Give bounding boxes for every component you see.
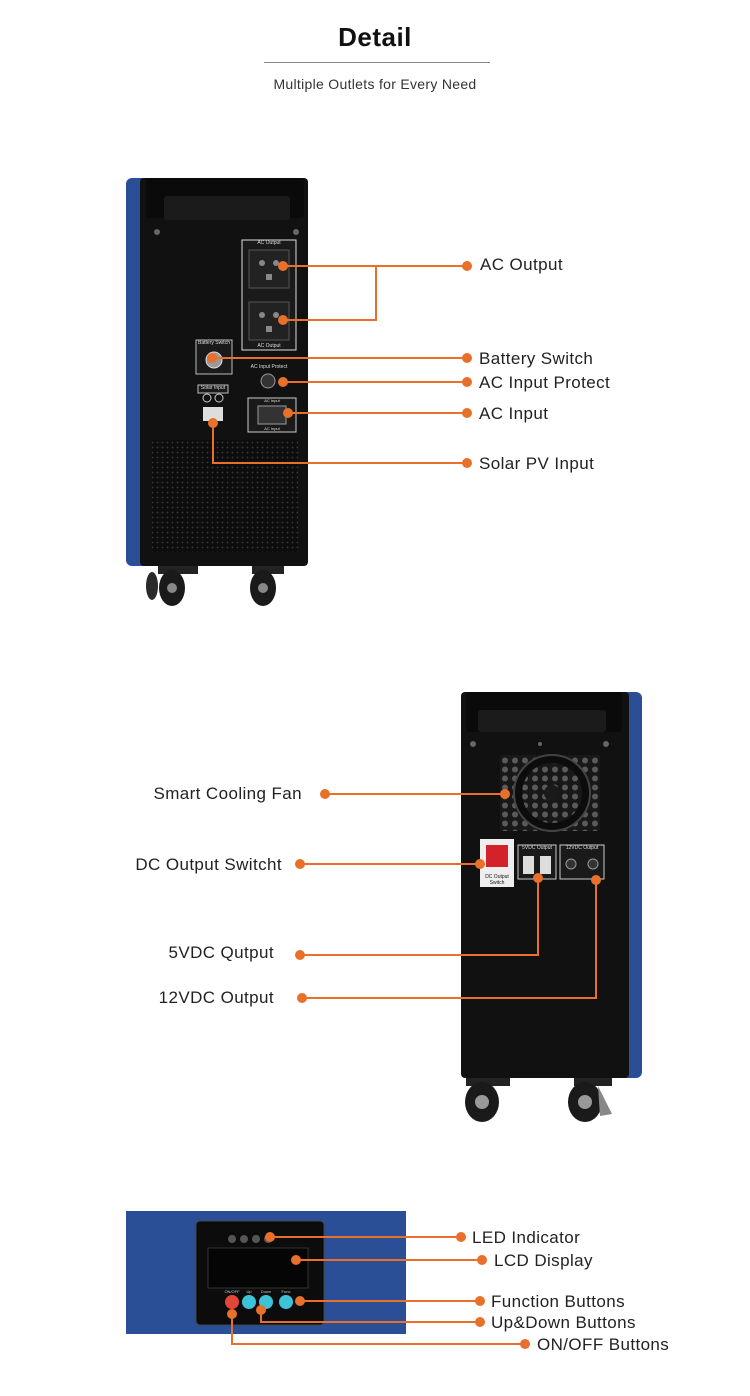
panel-text-ac-output-bottom: AC Output [257,343,281,349]
panel-text-ac-input-bottom: AC Input [264,426,280,431]
rear-callout-lines [300,793,597,999]
button-label-up: Up [246,1289,252,1294]
callout-ac-output: AC Output [480,255,563,274]
page-title: Detail [338,22,412,52]
rear-unit-image [461,692,642,1122]
page-subtitle: Multiple Outlets for Every Need [273,76,477,92]
panel-text-battery-switch: Battery Switch [198,340,230,346]
callout-12vdc-output: 12VDC Output [158,988,274,1007]
callout-5vdc-output: 5VDC Qutput [168,943,274,962]
control-callout-lines [231,1236,525,1345]
panel-text-ac-input-top: AC Input [264,398,280,403]
callout-updown-buttons: Up&Down Buttons [491,1313,636,1332]
callout-ac-input: AC Input [479,404,549,423]
callout-ac-input-protect: AC Input Protect [479,373,611,392]
callout-onoff-buttons: ON/OFF Buttons [537,1335,670,1354]
panel-text-dc-switch: DC Output Switch [485,874,509,886]
button-label-down: Down [260,1289,272,1294]
callout-led-indicator: LED Indicator [472,1228,581,1247]
button-label-func: Func [281,1289,291,1294]
control-panel-image [126,1211,406,1334]
front-unit-image [126,178,308,606]
title-divider [264,62,490,63]
panel-text-usb: 5VDC Output [522,845,552,851]
panel-text-ac-input-protect: AC Input Protect [250,364,288,370]
panel-text-12v: 12VDC Output [565,845,599,851]
callout-solar-pv-input: Solar PV Input [479,454,595,473]
callout-battery-switch: Battery Switch [479,349,594,368]
callout-dc-output-switch: DC Output Switcht [135,855,282,874]
callout-function-buttons: Function Buttons [491,1292,625,1311]
button-label-onoff: ON/OFF [224,1289,240,1294]
callout-smart-cooling-fan: Smart Cooling Fan [153,784,302,803]
panel-text-ac-output-top: AC Output [257,240,281,246]
front-callout-lines [212,265,467,464]
callout-lcd-display: LCD Display [494,1251,593,1270]
panel-text-solar-input: Solar Input [200,385,226,391]
